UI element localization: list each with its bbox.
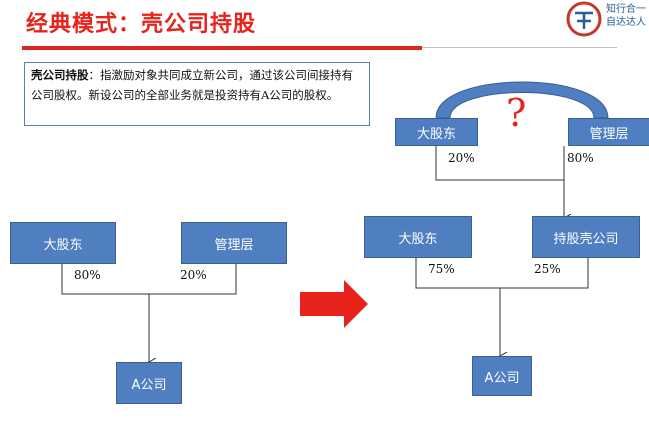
left-management-box: 管理层 (181, 222, 287, 264)
shell-company-pct: 25% (534, 262, 561, 276)
title-rule (422, 47, 617, 48)
logo-line2: 自达达人 (606, 17, 646, 28)
right-top-management-box: 管理层 (568, 118, 649, 146)
right-top-bracket (435, 146, 565, 181)
note-text: ：指激励对象共同成立新公司，通过该公司间接持有公司股权。新设公司的全部业务就是投… (31, 68, 353, 102)
right-company-box: A公司 (472, 356, 532, 396)
right-mid-shareholder-box: 大股东 (364, 216, 472, 258)
right-top-shareholder-pct: 20% (448, 151, 475, 165)
left-shareholder-pct: 80% (74, 268, 101, 282)
question-mark: ? (506, 91, 527, 135)
logo: 知行合一 自达达人 (566, 0, 649, 40)
shell-company-box: 持股壳公司 (532, 216, 640, 258)
note-term: 壳公司持股 (31, 68, 89, 82)
transform-arrow-icon (300, 280, 368, 328)
right-mid-bracket (415, 258, 589, 289)
title-underline (22, 46, 422, 50)
page-title: 经典模式：壳公司持股 (26, 11, 257, 37)
definition-note: 壳公司持股：指激励对象共同成立新公司，通过该公司间接持有公司股权。新设公司的全部… (24, 62, 370, 126)
left-management-pct: 20% (180, 268, 207, 282)
left-company-box: A公司 (116, 362, 182, 404)
logo-emblem-icon (566, 1, 602, 37)
logo-line1: 知行合一 (606, 4, 646, 15)
left-shareholder-box: 大股东 (10, 222, 116, 264)
right-top-management-pct: 80% (567, 151, 594, 165)
right-top-shareholder-box: 大股东 (395, 118, 478, 146)
right-mid-shareholder-pct: 75% (428, 262, 455, 276)
